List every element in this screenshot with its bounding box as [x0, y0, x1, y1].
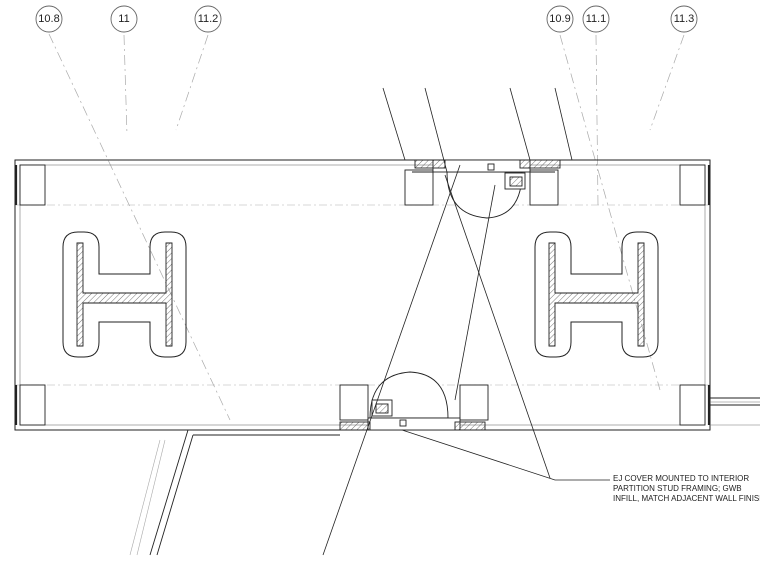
- grid-bubble: 11.3: [670, 5, 698, 33]
- grid-line-11-3: [649, 34, 685, 131]
- grid-bubble: 11.1: [582, 5, 610, 33]
- grid-bubble-circle: [582, 5, 610, 33]
- grid-bubble-label: 11.3: [674, 13, 695, 25]
- bottom-expansion-joint: [339, 371, 489, 431]
- right-column-steel: [548, 242, 645, 347]
- grid-bubble: 10.8: [35, 5, 63, 33]
- right-end-top: [679, 164, 706, 206]
- grid-bubble-label: 11.1: [586, 13, 607, 25]
- grid-bubble-label: 10.9: [549, 13, 570, 25]
- callout-line-3: INFILL, MATCH ADJACENT WALL FINISH: [613, 494, 760, 503]
- grid-lines: [48, 33, 685, 421]
- right-column-fireproofing: [534, 231, 659, 358]
- top-expansion-joint: [404, 159, 561, 219]
- right-end-bottom: [679, 384, 706, 426]
- top-ej-frame: [432, 159, 531, 173]
- grid-line-10-9: [559, 34, 661, 391]
- left-column-fireproofing: [62, 231, 187, 358]
- grid-line-11-1: [595, 34, 599, 206]
- grid-bubble-label: 11.2: [198, 13, 219, 25]
- callout-line-2: PARTITION STUD FRAMING; GWB: [613, 484, 742, 493]
- wall-ends: [14, 164, 711, 426]
- grid-bubbles: 10.8 11 11.2 10.9 11.1 11.3: [35, 5, 698, 33]
- grid-bubble: 10.9: [546, 5, 574, 33]
- grid-line-11: [123, 34, 128, 136]
- grid-bubble-label: 10.8: [38, 13, 59, 25]
- top-right-stud: [529, 169, 559, 206]
- callout-leader: [401, 429, 610, 481]
- grid-bubble: 11.2: [194, 5, 222, 33]
- bottom-ej-frame: [367, 417, 461, 431]
- lower-wall-outline: [129, 397, 760, 556]
- bottom-right-stud: [459, 384, 489, 421]
- grid-bubble-circle: [110, 5, 138, 33]
- section-lines: [322, 87, 573, 556]
- grid-bubble-label: 11: [118, 13, 129, 25]
- right-steel-column: [534, 231, 659, 358]
- callout-line-1: EJ COVER MOUNTED TO INTERIOR: [613, 474, 749, 483]
- grid-line-10-8: [48, 33, 231, 421]
- left-end-bottom: [19, 384, 46, 426]
- left-end-top: [19, 164, 46, 206]
- grid-bubble-circle: [670, 5, 698, 33]
- left-steel-column: [62, 231, 187, 358]
- grid-bubble: 11: [110, 5, 138, 33]
- grid-line-11-2: [175, 34, 209, 131]
- grid-bubble-circle: [35, 5, 63, 33]
- left-column-steel: [76, 242, 173, 347]
- grid-bubble-circle: [194, 5, 222, 33]
- top-left-stud: [404, 169, 434, 206]
- bottom-left-stud: [339, 384, 369, 421]
- grid-bubble-circle: [546, 5, 574, 33]
